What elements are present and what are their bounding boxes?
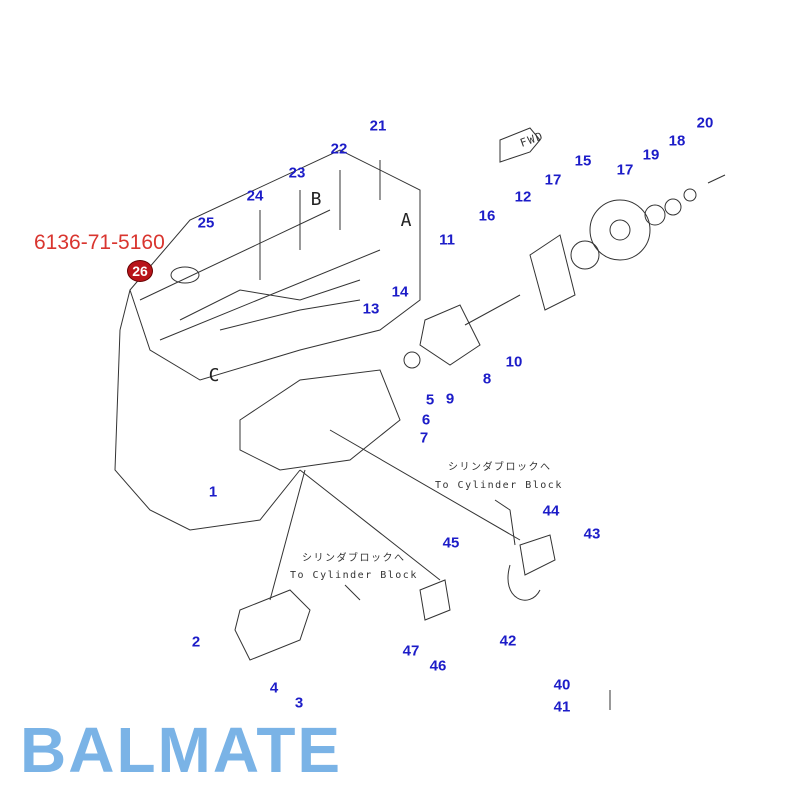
callout-43: 43 <box>583 525 601 543</box>
callout-19: 19 <box>642 146 660 164</box>
note-en-1: To Cylinder Block <box>435 480 563 491</box>
view-letter-b: B <box>310 189 322 210</box>
callout-24: 24 <box>246 187 264 205</box>
callout-7: 7 <box>419 429 429 447</box>
view-letter-a: A <box>400 210 412 231</box>
callout-45: 45 <box>442 534 460 552</box>
callout-1: 1 <box>208 483 218 501</box>
callout-17: 17 <box>544 171 562 189</box>
callout-10: 10 <box>505 353 523 371</box>
part-number: 6136-71-5160 <box>34 231 165 254</box>
view-letter-c: C <box>208 365 220 386</box>
callout-16: 16 <box>478 207 496 225</box>
callout-41: 41 <box>553 698 571 716</box>
note-jp-2: シリンダブロックへ <box>302 553 406 564</box>
callout-25: 25 <box>197 214 215 232</box>
callout-18: 18 <box>668 132 686 150</box>
callout-47: 47 <box>402 642 420 660</box>
callout-20: 20 <box>696 114 714 132</box>
callout-12: 12 <box>514 188 532 206</box>
callout-9: 9 <box>445 390 455 408</box>
callout-4: 4 <box>269 679 279 697</box>
callout-11: 11 <box>439 231 455 249</box>
callout-3: 3 <box>294 694 304 712</box>
callout-17b: 17 <box>616 161 634 179</box>
callout-6: 6 <box>421 411 431 429</box>
callout-44: 44 <box>542 502 560 520</box>
callout-42: 42 <box>499 632 517 650</box>
callout-15: 15 <box>574 152 592 170</box>
callout-14: 14 <box>391 283 409 301</box>
watermark-logo: BALMATE <box>20 714 343 786</box>
note-en-2: To Cylinder Block <box>290 570 418 581</box>
note-jp-1: シリンダブロックへ <box>448 462 552 473</box>
callout-22: 22 <box>330 140 348 158</box>
callout-5: 5 <box>425 391 435 409</box>
callout-2: 2 <box>191 633 201 651</box>
callout-13: 13 <box>362 300 380 318</box>
callout-8: 8 <box>482 370 492 388</box>
badge-26: 26 <box>127 260 153 282</box>
callout-23: 23 <box>288 164 306 182</box>
callout-21: 21 <box>369 117 387 135</box>
callout-46: 46 <box>429 657 447 675</box>
callout-40: 40 <box>553 676 571 694</box>
